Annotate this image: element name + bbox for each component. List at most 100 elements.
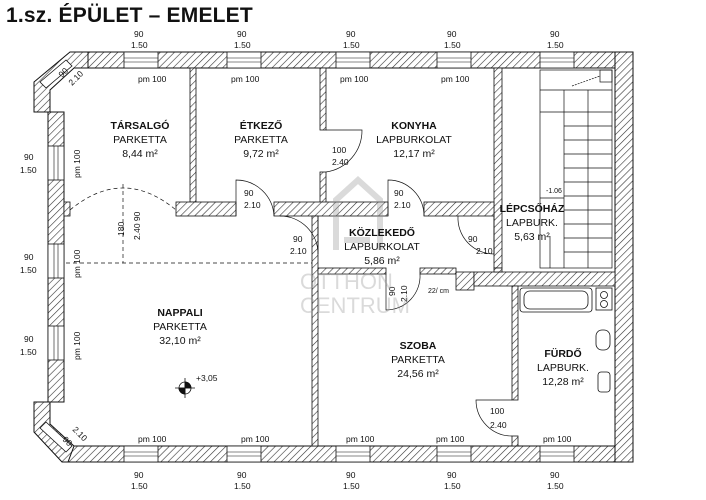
windows-left <box>47 145 65 361</box>
arch-label: 180 <box>116 222 126 236</box>
interior-walls <box>63 67 616 447</box>
washbasin <box>597 371 611 393</box>
sill-labels: pm 100 pm 100 pm 100 pm 100 pm 100 pm 10… <box>72 74 572 444</box>
window-label-left: 90 <box>24 252 34 262</box>
window <box>226 445 262 463</box>
outer-walls <box>33 51 634 463</box>
arch-opening <box>66 184 312 264</box>
wall-etkezo-konyha <box>319 67 327 131</box>
room-area: 8,44 m² <box>122 148 158 160</box>
room-floor: LAPBURK. <box>506 217 558 229</box>
plan-title: 1.sz. ÉPÜLET – EMELET <box>6 4 253 27</box>
window <box>47 325 65 361</box>
door-label: 90 <box>244 188 254 198</box>
level-marker <box>175 378 195 398</box>
window-label-bottom: 1.50 <box>444 481 461 491</box>
sill-label: pm 100 <box>346 434 375 444</box>
staircase <box>539 69 613 269</box>
room-area: 5,63 m² <box>514 231 550 243</box>
windows-top <box>123 51 575 69</box>
window-label-bottom: 90 <box>346 470 356 480</box>
room-name: FÜRDŐ <box>544 348 582 360</box>
door-label: 100 <box>490 406 504 416</box>
sill-label: pm 100 <box>441 74 470 84</box>
window <box>47 145 65 181</box>
sill-label: pm 100 <box>72 331 82 360</box>
sill-label: pm 100 <box>340 74 369 84</box>
door-label: 2.40 <box>490 420 507 430</box>
sill-label: pm 100 <box>138 74 167 84</box>
room-nappali: NAPPALI PARKETTA 32,10 m² <box>120 306 240 348</box>
window-label-bottom: 1.50 <box>547 481 564 491</box>
watermark-logo <box>333 175 383 250</box>
sill-label: pm 100 <box>241 434 270 444</box>
windows-bottom <box>123 445 575 463</box>
window-label-top: 1.50 <box>343 40 360 50</box>
room-floor: PARKETTA <box>391 354 445 366</box>
watermark-line: CENTRUM <box>300 293 410 318</box>
windows-left-glass <box>53 146 59 360</box>
window-label-top: 1.50 <box>444 40 461 50</box>
arch-label: 2.40 90 <box>132 211 142 240</box>
window-label-left: 1.50 <box>20 265 37 275</box>
door-label: 2.40 <box>332 157 349 167</box>
wall-kozlekedo-bottom <box>317 267 387 275</box>
sill-label: pm 100 <box>72 149 82 178</box>
door-label: 2.10 <box>290 246 307 256</box>
door-label: 2.10 <box>394 200 411 210</box>
sink <box>595 287 613 311</box>
window <box>335 51 371 69</box>
window-label-left: 90 <box>24 152 34 162</box>
window-label-bottom: 1.50 <box>343 481 360 491</box>
room-kozlekedo: KÖZLEKEDŐ LAPBURKOLAT 5,86 m² <box>322 226 442 268</box>
door-swings <box>235 129 551 437</box>
window-label-bottom: 90 <box>447 470 457 480</box>
window-label-top: 90 <box>237 29 247 39</box>
room-area: 24,56 m² <box>397 368 439 380</box>
wall-szoba-furdo <box>511 285 519 401</box>
watermark-line: OTTHON <box>300 269 393 294</box>
wall-row-1a <box>63 201 71 217</box>
room-name: KÖZLEKEDŐ <box>349 227 415 239</box>
door-label: 90 <box>293 234 303 244</box>
room-area: 32,10 m² <box>159 335 201 347</box>
wall-right <box>614 51 634 463</box>
wall-kozlekedo-left <box>311 215 319 447</box>
window <box>123 51 159 69</box>
sill-label: pm 100 <box>436 434 465 444</box>
room-floor: PARKETTA <box>234 134 288 146</box>
window <box>539 51 575 69</box>
wall-lepcso-left <box>493 267 503 273</box>
window-label-top: 90 <box>134 29 144 39</box>
room-name: NAPPALI <box>157 307 203 319</box>
room-floor: LAPBURKOLAT <box>344 241 420 253</box>
window-label-bottom: 90 <box>134 470 144 480</box>
window-label-top: 90 <box>550 29 560 39</box>
room-floor: PARKETTA <box>113 134 167 146</box>
window-label-top: 90 <box>447 29 457 39</box>
door-label: 90 <box>468 234 478 244</box>
door-label: 2.10 <box>244 200 261 210</box>
room-area: 12,28 m² <box>542 376 584 388</box>
room-szoba: SZOBA PARKETTA 24,56 m² <box>358 339 478 381</box>
windows-bottom-glass <box>124 451 574 457</box>
room-lepcsohaz: LÉPCSŐHÁZ LAPBURK. 5,63 m² <box>472 202 592 244</box>
window-labels-top: 90 1.50 90 1.50 90 1.50 90 1.50 90 1.50 <box>131 29 564 50</box>
window <box>539 445 575 463</box>
room-area: 5,86 m² <box>364 255 400 267</box>
room-floor: PARKETTA <box>153 321 207 333</box>
toilet <box>595 329 611 351</box>
bay-windows <box>39 59 73 453</box>
window-label-left: 1.50 <box>20 165 37 175</box>
window-label-top: 90 <box>346 29 356 39</box>
window-label-top: 1.50 <box>234 40 251 50</box>
window <box>123 445 159 463</box>
window <box>226 51 262 69</box>
window-label-left: 1.50 <box>20 347 37 357</box>
room-name: LÉPCSŐHÁZ <box>499 203 565 215</box>
wall-szoba-top <box>473 271 616 287</box>
sill-label: pm 100 <box>543 434 572 444</box>
window-label-bottom: 1.50 <box>131 481 148 491</box>
bay-wall-top-left <box>33 51 89 113</box>
